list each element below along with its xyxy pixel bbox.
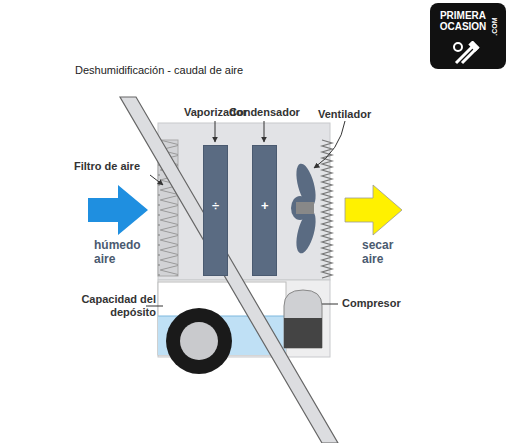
shape-rect <box>296 202 314 214</box>
shape-path <box>120 97 338 443</box>
part-label: Filtro de aire <box>74 160 140 173</box>
airflow-label: secar aire <box>362 238 410 267</box>
logo-box: PRIMERA OCASION.COM <box>430 3 506 69</box>
shape-path <box>314 121 345 168</box>
condenser-bar: Condensador+ <box>252 145 277 276</box>
part-heading: Condensador <box>229 106 300 118</box>
part-label: Compresor <box>342 297 401 310</box>
shape-line <box>150 175 163 185</box>
shape-path <box>284 290 322 348</box>
shape-circle <box>166 308 232 374</box>
polarity-sign: + <box>261 198 269 213</box>
shape-line <box>215 121 216 142</box>
shape-rect <box>284 318 322 348</box>
tools-icon <box>452 41 482 65</box>
shape-path <box>88 185 148 235</box>
logo-text: PRIMERA OCASION <box>434 11 492 32</box>
logo-domain: .COM <box>491 17 498 35</box>
shape-line <box>264 121 265 142</box>
polarity-sign: ÷ <box>212 198 219 213</box>
part-label: Capacidad del depósito <box>72 293 156 319</box>
shape-circle <box>454 43 462 51</box>
airflow-label: húmedo aire <box>94 238 156 267</box>
shape-circle <box>180 322 218 360</box>
part-label: Ventilador <box>318 108 371 121</box>
shape-line <box>322 304 338 305</box>
vaporizer-bar: Vaporizador÷ <box>203 145 228 276</box>
diagram-title: Deshumidificación - caudal de aire <box>75 64 243 77</box>
shape-rect <box>468 41 479 52</box>
shape-path <box>345 185 402 235</box>
